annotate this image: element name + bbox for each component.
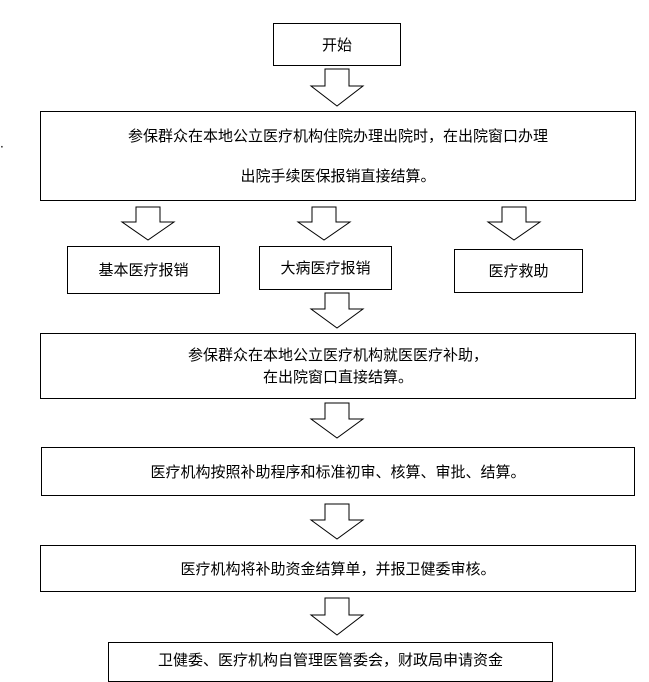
arrow-down-icon <box>309 503 365 540</box>
arrow-down-icon <box>296 206 352 241</box>
branch-basic-label: 基本医疗报销 <box>98 261 189 279</box>
step4-box: 医疗机构将补助资金结算单，并报卫健委审核。 <box>40 545 636 592</box>
branch-assistance-box: 医疗救助 <box>454 249 583 293</box>
step2-box: 参保群众在本地公立医疗机构就医医疗补助， 在出院窗口直接结算。 <box>40 333 636 399</box>
step3-box: 医疗机构按照补助程序和标准初审、核算、审批、结算。 <box>41 447 635 496</box>
step5-label: 卫健委、医疗机构自管理医管委会，财政局申请资金 <box>157 651 503 669</box>
step5-box: 卫健委、医疗机构自管理医管委会，财政局申请资金 <box>108 642 553 682</box>
step4-label: 医疗机构将补助资金结算单，并报卫健委审核。 <box>180 559 496 578</box>
step1-line1: 参保群众在本地公立医疗机构住院办理出院时，在出院窗口办理 <box>127 127 548 145</box>
arrow-down-icon <box>486 206 542 241</box>
arrow-down-icon <box>120 206 176 241</box>
start-box: 开始 <box>273 23 401 66</box>
arrow-down-icon <box>309 597 365 636</box>
arrow-down-icon <box>309 402 365 439</box>
edge-mark: · <box>0 140 4 154</box>
step3-label: 医疗机构按照补助程序和标准初审、核算、审批、结算。 <box>150 462 526 481</box>
step1-box: 参保群众在本地公立医疗机构住院办理出院时，在出院窗口办理 出院手续医保报销直接结… <box>40 111 636 201</box>
branch-assistance-label: 医疗救助 <box>488 262 549 280</box>
start-label: 开始 <box>321 35 352 54</box>
branch-serious-illness-box: 大病医疗报销 <box>259 246 392 290</box>
step2-line1: 参保群众在本地公立医疗机构就医医疗补助， <box>187 346 488 364</box>
step1-line2: 出院手续医保报销直接结算。 <box>240 167 436 185</box>
branch-serious-illness-label: 大病医疗报销 <box>280 259 371 277</box>
arrow-down-icon <box>309 292 365 329</box>
arrow-down-icon <box>309 68 365 107</box>
step2-line2: 在出院窗口直接结算。 <box>262 368 413 386</box>
branch-basic-box: 基本医疗报销 <box>67 246 220 294</box>
